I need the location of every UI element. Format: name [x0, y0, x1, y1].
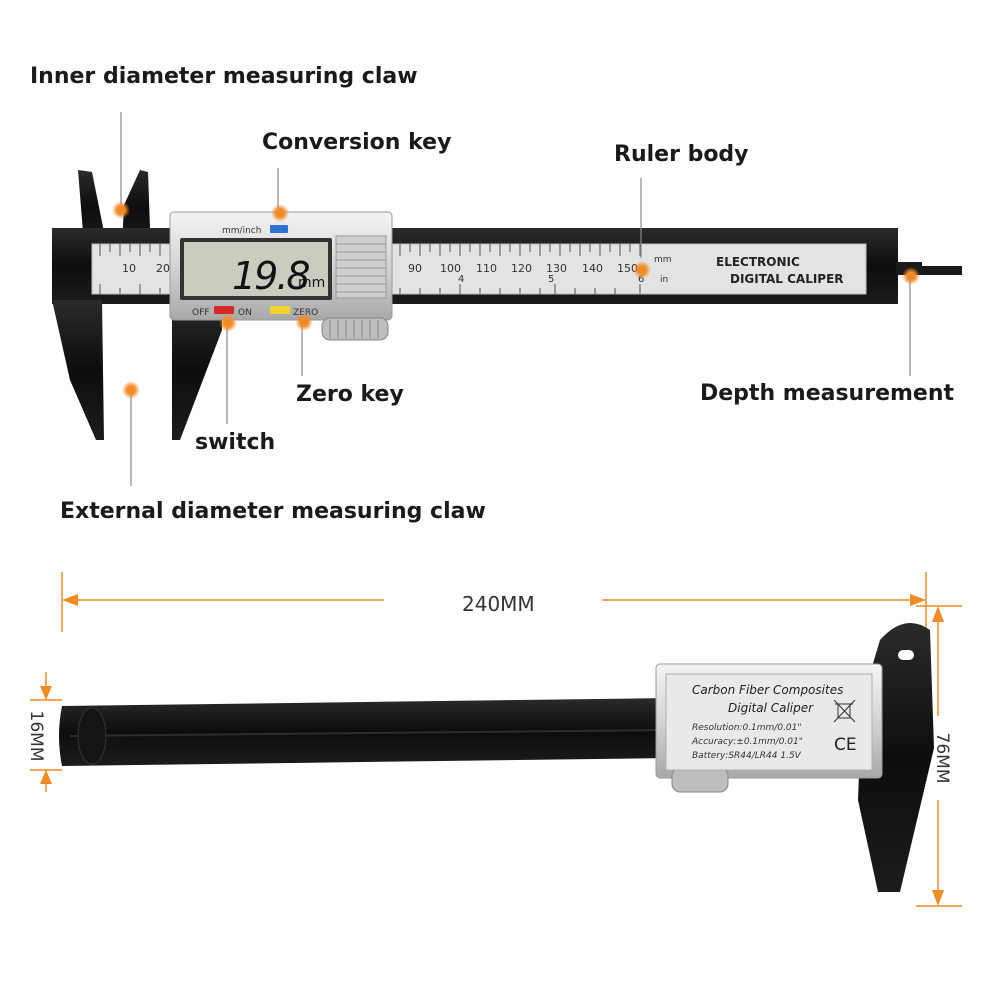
scale-in-4: 4 [458, 274, 464, 285]
leader-lines [120, 112, 911, 486]
scale-mm-110: 110 [476, 262, 497, 275]
depth-rod [896, 266, 962, 275]
dim-height-arrow [916, 605, 962, 907]
lcd-screen [184, 242, 328, 296]
zero-label: ZERO [293, 308, 318, 318]
unit-in-label: in [660, 275, 668, 285]
scale-mm-120: 120 [511, 262, 532, 275]
label-ruler-body: Ruler body [614, 142, 749, 167]
zero-key [270, 306, 290, 314]
label-zero-key: Zero key [296, 382, 404, 407]
ce-mark: CE [834, 735, 857, 755]
external-claw-sliding [172, 300, 222, 440]
scale-mm-90: 90 [408, 262, 422, 275]
dim-length-label: 240MM [462, 592, 535, 616]
callout-dots [112, 201, 920, 399]
label-depth: Depth measurement [700, 381, 955, 406]
scale-in-5: 5 [548, 274, 554, 285]
dim-height-label: 76MM [932, 732, 952, 784]
back-battery: Battery:SR44/LR44 1.5V [692, 751, 802, 761]
dim-thickness-label: 16MM [26, 710, 46, 762]
label-switch: switch [195, 430, 276, 455]
lcd-unit: mm [298, 275, 325, 291]
power-key [214, 306, 234, 314]
scale-mm-130: 130 [546, 262, 567, 275]
back-accuracy: Accuracy:±0.1mm/0.01" [691, 737, 803, 747]
recycle-bin-icon [833, 699, 856, 723]
dim-length-arrow [61, 572, 927, 632]
label-inner-claw: Inner diameter measuring claw [30, 64, 418, 89]
unit-mm-label: mm [654, 255, 672, 265]
back-label-plate [665, 673, 873, 771]
inner-claw-sliding [122, 170, 150, 245]
on-label: ON [238, 308, 252, 318]
scale-mm-140: 140 [582, 262, 603, 275]
dim-thickness-arrow [30, 672, 62, 792]
back-resolution: Resolution:0.1mm/0.01" [692, 723, 802, 733]
back-beam [59, 698, 670, 766]
scale-mm-10: 10 [122, 262, 136, 275]
label-external-claw: External diameter measuring claw [60, 499, 486, 524]
lcd-value: 19.8 [232, 254, 309, 298]
mode-label: mm/inch [222, 226, 261, 236]
scale-mm-150: 150 [617, 262, 638, 275]
scale-mm-20: 20 [156, 262, 170, 275]
off-label: OFF [192, 308, 209, 318]
slider-grip [335, 235, 387, 299]
scale-mm-100: 100 [440, 262, 461, 275]
conversion-key [270, 225, 288, 233]
scale-in-6: 6 [638, 274, 644, 285]
brand-line2: DIGITAL CALIPER [730, 272, 844, 286]
external-claw-fixed [52, 300, 104, 440]
back-line1: Carbon Fiber Composites [692, 683, 843, 697]
label-conversion-key: Conversion key [262, 130, 452, 155]
inner-claw-fixed [78, 170, 104, 245]
brand-line1: ELECTRONIC [716, 255, 800, 269]
back-line2: Digital Caliper [728, 701, 814, 715]
ruler-ticks [99, 244, 641, 294]
